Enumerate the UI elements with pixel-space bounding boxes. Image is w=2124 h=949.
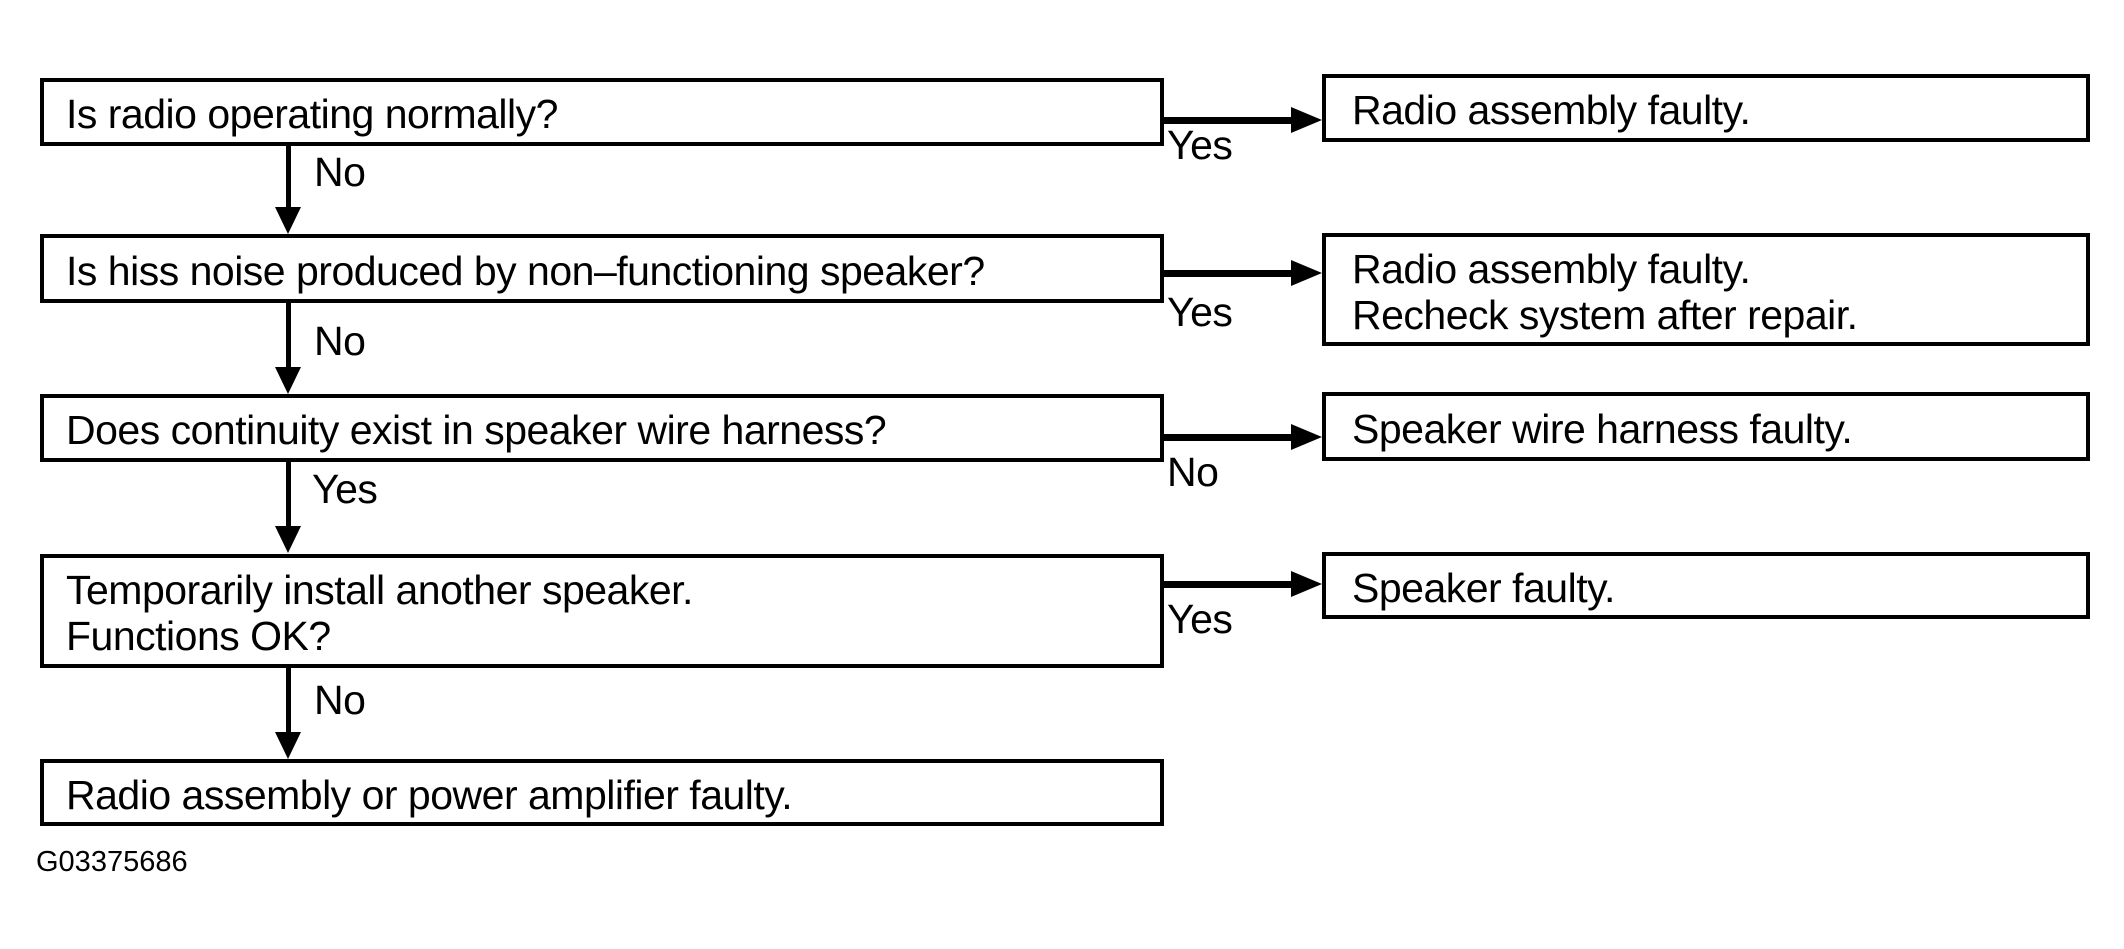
node-text: Is radio operating normally?: [66, 91, 558, 137]
right-arrowhead-icon: [1291, 424, 1322, 450]
node-text: Radio assembly faulty.: [1352, 245, 1751, 292]
edge-label-yes: Yes: [1167, 289, 1233, 335]
right-arrowhead-icon: [1291, 571, 1322, 597]
right-arrow-line-q1-r1: [1160, 117, 1291, 124]
down-arrowhead-icon: [275, 367, 301, 394]
down-arrowhead-icon: [275, 207, 301, 234]
edge-label-no: No: [314, 677, 366, 723]
node-result-radio-or-amplifier-faulty: Radio assembly or power amplifier faulty…: [40, 759, 1164, 826]
node-text: Functions OK?: [66, 613, 331, 659]
node-text: Radio assembly faulty.: [1352, 87, 1751, 133]
edge-label-yes: Yes: [312, 466, 378, 512]
node-text: Recheck system after repair.: [1352, 291, 1858, 338]
node-result-speaker-wire-harness-faulty: Speaker wire harness faulty.: [1322, 392, 2090, 461]
node-question-hiss-noise: Is hiss noise produced by non–functionin…: [40, 234, 1164, 303]
node-question-continuity: Does continuity exist in speaker wire ha…: [40, 394, 1164, 462]
figure-id-label: G03375686: [36, 846, 188, 878]
node-text: Radio assembly or power amplifier faulty…: [66, 771, 793, 818]
edge-label-yes: Yes: [1167, 596, 1233, 642]
edge-label-no: No: [314, 149, 366, 195]
down-arrow-line-q1-q2: [286, 146, 291, 212]
node-text: Speaker faulty.: [1352, 564, 1615, 611]
edge-label-yes: Yes: [1167, 122, 1233, 168]
down-arrow-line-q2-q3: [286, 303, 291, 372]
down-arrow-line-q4-end: [286, 668, 291, 737]
right-arrowhead-icon: [1291, 107, 1322, 133]
node-text: Temporarily install another speaker.: [66, 567, 693, 613]
node-text: Does continuity exist in speaker wire ha…: [66, 407, 887, 453]
down-arrow-line-q3-q4: [286, 462, 291, 531]
node-question-radio-operating: Is radio operating normally?: [40, 78, 1164, 146]
node-result-radio-assembly-faulty-recheck: Radio assembly faulty. Recheck system af…: [1322, 233, 2090, 346]
down-arrowhead-icon: [275, 526, 301, 553]
node-text: Is hiss noise produced by non–functionin…: [66, 247, 985, 294]
edge-label-no: No: [314, 318, 366, 364]
edge-label-no: No: [1167, 449, 1219, 495]
node-result-speaker-faulty: Speaker faulty.: [1322, 552, 2090, 619]
down-arrowhead-icon: [275, 732, 301, 759]
node-text: Speaker wire harness faulty.: [1352, 405, 1853, 452]
node-result-radio-assembly-faulty: Radio assembly faulty.: [1322, 74, 2090, 142]
right-arrowhead-icon: [1291, 260, 1322, 286]
node-question-install-speaker: Temporarily install another speaker. Fun…: [40, 554, 1164, 668]
right-arrow-line-q4-r4: [1160, 581, 1291, 588]
right-arrow-line-q2-r2: [1160, 270, 1291, 277]
right-arrow-line-q3-r3: [1160, 434, 1291, 441]
